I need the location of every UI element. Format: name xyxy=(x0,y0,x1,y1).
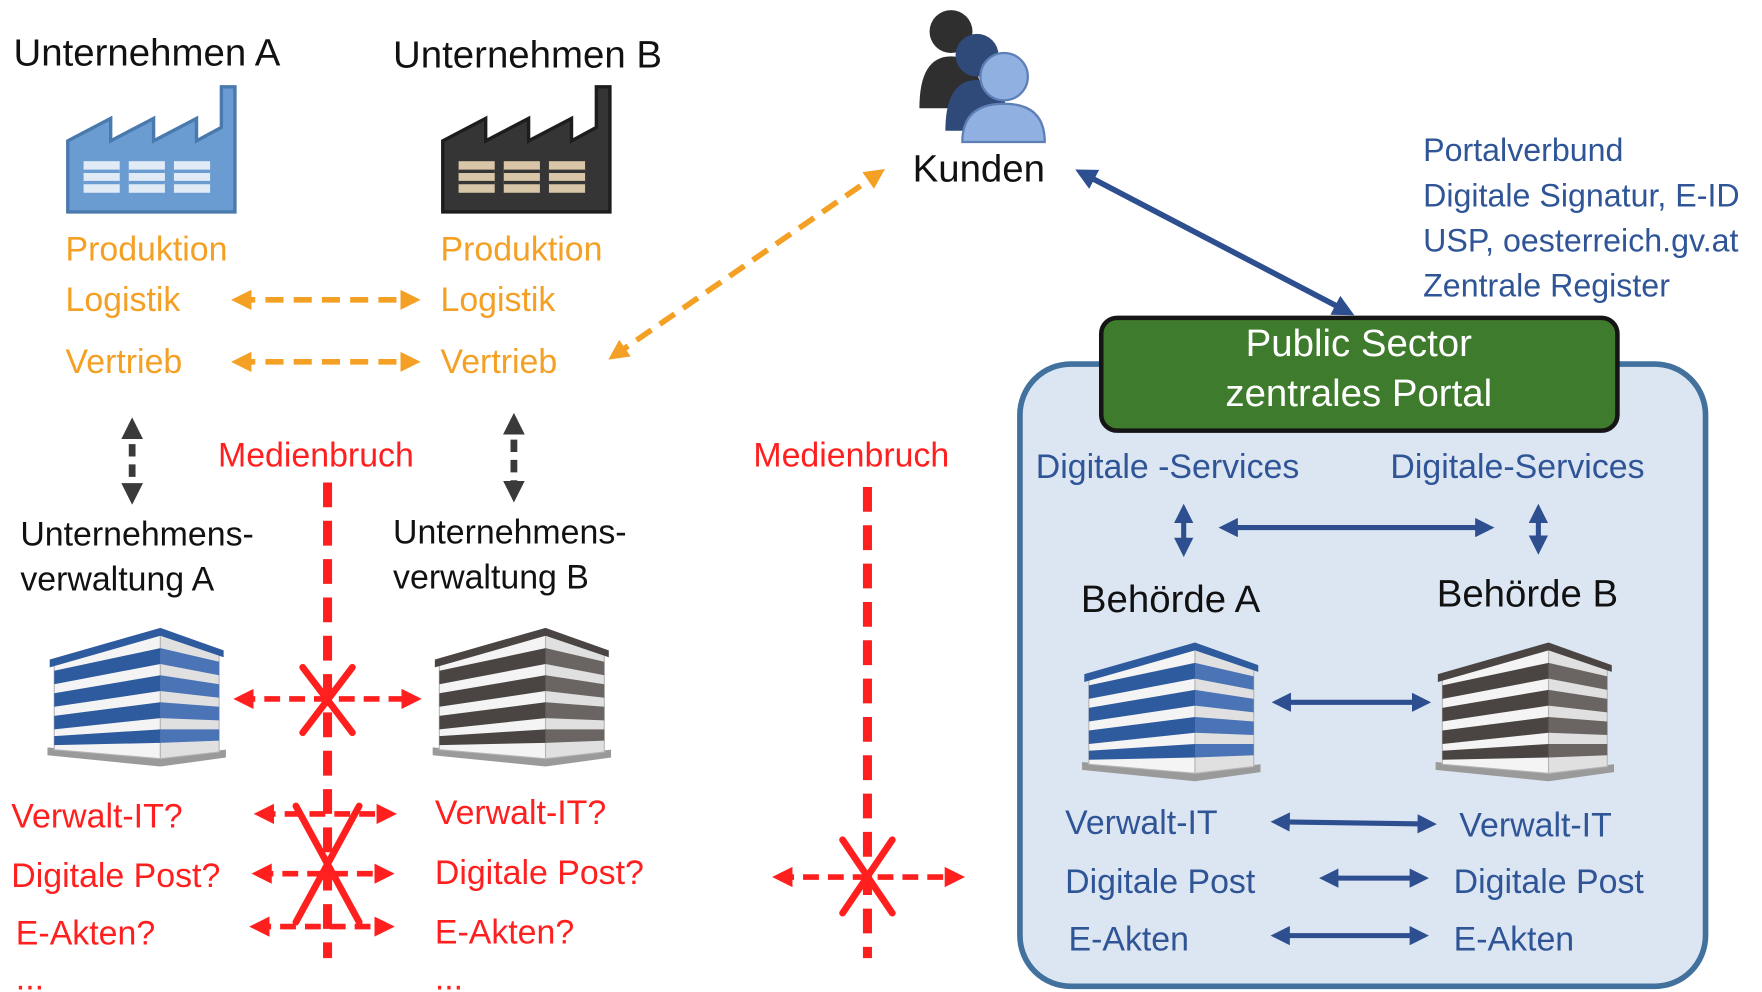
central-portal-box xyxy=(1098,315,1620,433)
arrow-sales-customers xyxy=(608,169,885,360)
services-label-a: Digitale -Services xyxy=(1036,448,1300,486)
company-a-admin-label-line1: Unternehmens- xyxy=(20,516,253,554)
portal-feature-portalverbund: Portalverbund xyxy=(1423,132,1623,168)
company-b-system-it: Verwalt-IT? xyxy=(435,794,606,832)
company-b-system-files: E-Akten? xyxy=(435,914,574,952)
customers-icon xyxy=(919,10,1046,144)
portal-feature-registers: Zentrale Register xyxy=(1423,268,1670,304)
company-a-office-building-icon xyxy=(47,627,227,768)
cross-mark-admin xyxy=(299,663,356,737)
portal-feature-usp: USP, oesterreich.gv.at xyxy=(1423,222,1738,258)
company-a-system-files: E-Akten? xyxy=(16,915,155,953)
company-a-system-mail: Digitale Post? xyxy=(11,857,220,895)
media-break-label-public: Medienbruch xyxy=(753,437,949,475)
company-a-function-production: Produktion xyxy=(66,230,228,268)
services-label-b: Digitale-Services xyxy=(1390,448,1644,486)
central-portal-line2: zentrales Portal xyxy=(1225,372,1492,415)
company-b-function-production: Produktion xyxy=(441,230,603,268)
authority-a-system-mail: Digitale Post xyxy=(1065,863,1256,901)
authority-a-system-files: E-Akten xyxy=(1068,920,1189,958)
central-portal-line1: Public Sector xyxy=(1246,322,1472,365)
factory-a-icon xyxy=(67,86,235,212)
company-b-admin-label-line1: Unternehmens- xyxy=(393,513,626,551)
company-b-title: Unternehmen B xyxy=(393,34,662,77)
authority-a-name: Behörde A xyxy=(1081,578,1261,621)
factory-b-icon xyxy=(442,86,610,212)
company-b-admin-label-line2: verwaltung B xyxy=(393,558,589,596)
arrow-it-authorities xyxy=(1270,812,1437,834)
arrow-customers-portal xyxy=(1075,169,1355,316)
company-b-system-mail: Digitale Post? xyxy=(435,854,644,892)
portal-feature-signature: Digitale Signatur, E-ID xyxy=(1423,177,1740,213)
company-b-function-logistics: Logistik xyxy=(441,281,556,319)
company-a-system-it: Verwalt-IT? xyxy=(11,797,182,835)
company-a-title: Unternehmen A xyxy=(14,31,281,74)
company-b-office-building-icon xyxy=(432,627,612,768)
company-b-function-sales: Vertrieb xyxy=(441,343,558,381)
company-a-function-logistics: Logistik xyxy=(66,281,181,319)
media-break-label-companies: Medienbruch xyxy=(218,437,414,475)
authority-b-system-files: E-Akten xyxy=(1454,920,1575,958)
company-b-system-more: ... xyxy=(435,960,463,992)
company-a-function-sales: Vertrieb xyxy=(66,343,183,381)
cross-mark-public xyxy=(839,836,896,917)
customers-label: Kunden xyxy=(913,148,1045,191)
authority-b-name: Behörde B xyxy=(1437,573,1618,616)
authority-b-system-it: Verwalt-IT xyxy=(1459,806,1611,844)
authority-a-system-it: Verwalt-IT xyxy=(1065,804,1217,842)
company-a-admin-label-line2: verwaltung A xyxy=(20,561,214,599)
authority-b-system-mail: Digitale Post xyxy=(1454,863,1645,901)
company-a-system-more: ... xyxy=(16,960,44,992)
cross-mark-systems xyxy=(292,802,363,926)
